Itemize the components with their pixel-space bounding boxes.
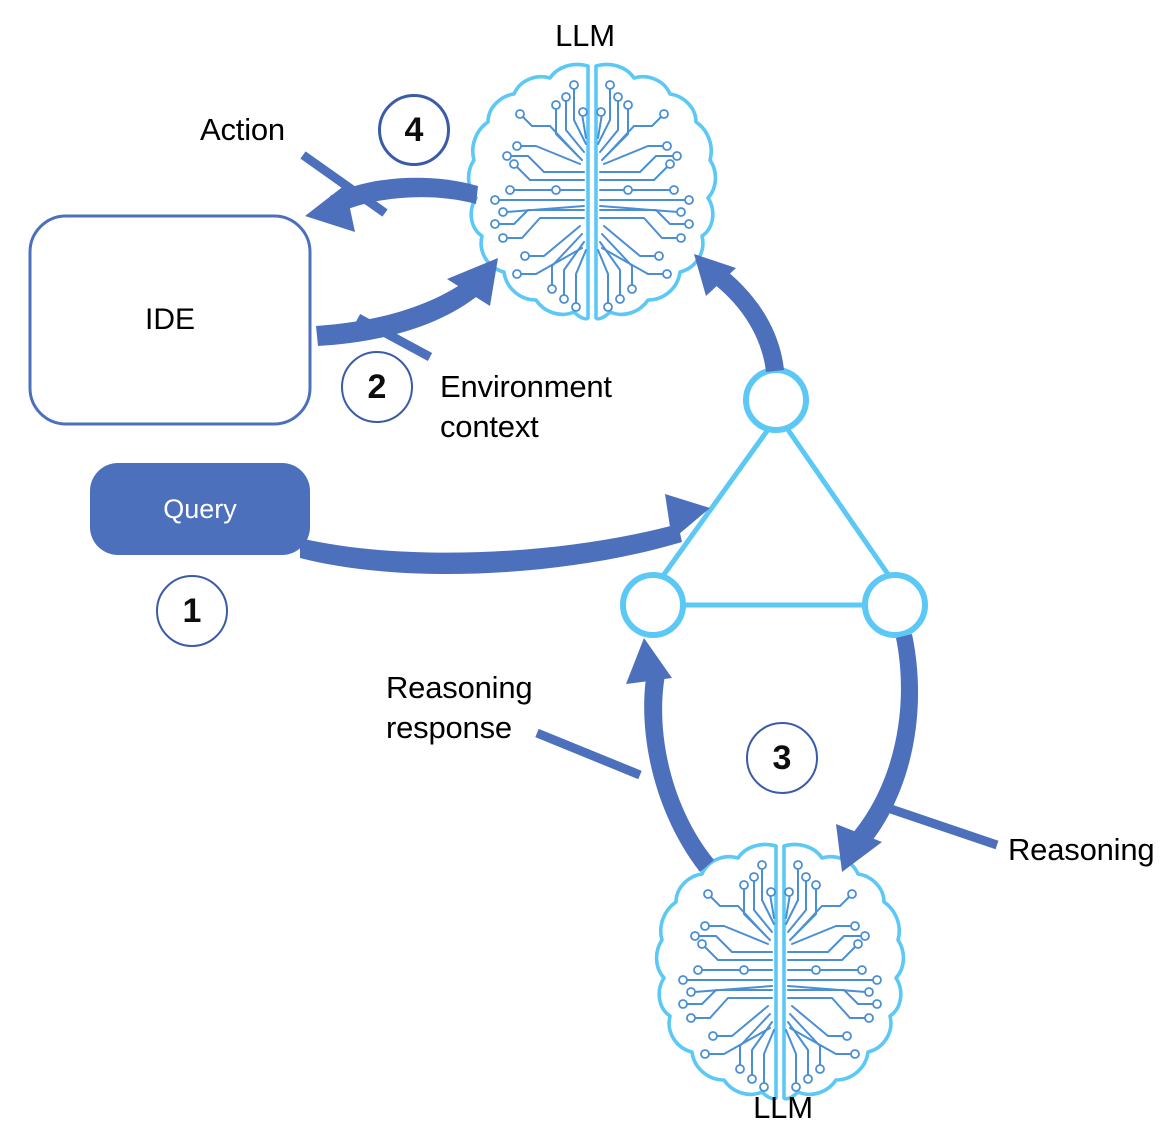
step-number-2[interactable]: 2 xyxy=(341,351,413,423)
environment-context-label-line1: Environment xyxy=(440,369,612,404)
leader-action xyxy=(300,151,388,217)
llm-top-brain-icon xyxy=(466,62,718,321)
ide-box-shape xyxy=(28,214,312,426)
triangle-network-icon xyxy=(620,367,928,638)
leader-reasoning-response xyxy=(535,728,642,780)
step-number-1[interactable]: 1 xyxy=(156,575,228,647)
environment-context-label-line2: context xyxy=(440,409,539,444)
label-leader-lines xyxy=(300,151,999,850)
reasoning-response-label-line1: Reasoning xyxy=(386,670,533,705)
action-label: Action xyxy=(200,112,285,147)
arrow-llm-bottom-to-graph-head xyxy=(626,638,672,684)
step-number-3[interactable]: 3 xyxy=(746,722,818,794)
flow-arrows xyxy=(300,177,919,872)
arrow-llm-to-ide-head xyxy=(305,185,355,232)
ide-box-label: IDE xyxy=(144,303,195,336)
arrow-llm-to-ide xyxy=(330,177,478,214)
arrow-graph-to-llm-bottom-head xyxy=(836,824,882,872)
llm-bottom-label: LLM xyxy=(753,1090,813,1125)
arrow-ide-to-llm-head xyxy=(447,258,498,306)
arrow-graph-to-llm-head xyxy=(694,254,736,296)
llm-top-label: LLM xyxy=(555,18,615,53)
reasoning-response-label-line2: response xyxy=(386,710,512,745)
graph-node-left xyxy=(620,572,686,638)
query-box-label: Query xyxy=(163,493,237,524)
arrow-graph-to-llm-bottom xyxy=(852,634,919,846)
arrow-query-to-graph xyxy=(300,524,682,574)
leader-reasoning xyxy=(883,802,999,850)
arrow-ide-to-llm xyxy=(316,278,480,346)
reasoning-label: Reasoning xyxy=(1008,832,1155,867)
ide-box[interactable]: IDE xyxy=(30,216,310,424)
step-number-3-text: 3 xyxy=(772,738,792,777)
llm-bottom-brain-icon xyxy=(654,842,906,1101)
arrow-query-to-graph-head xyxy=(665,494,710,540)
step-number-4-text: 4 xyxy=(404,110,424,149)
query-box-shape xyxy=(90,463,310,555)
graph-node-right xyxy=(862,572,928,638)
leader-environment-context xyxy=(355,314,433,361)
query-box[interactable]: Query xyxy=(90,463,310,555)
step-number-2-text: 2 xyxy=(367,367,387,406)
graph-node-top xyxy=(743,367,809,433)
step-number-1-text: 1 xyxy=(182,591,202,630)
arrow-llm-bottom-to-graph xyxy=(644,666,714,872)
step-number-4[interactable]: 4 xyxy=(378,94,450,166)
arrow-graph-to-llm xyxy=(706,264,784,372)
